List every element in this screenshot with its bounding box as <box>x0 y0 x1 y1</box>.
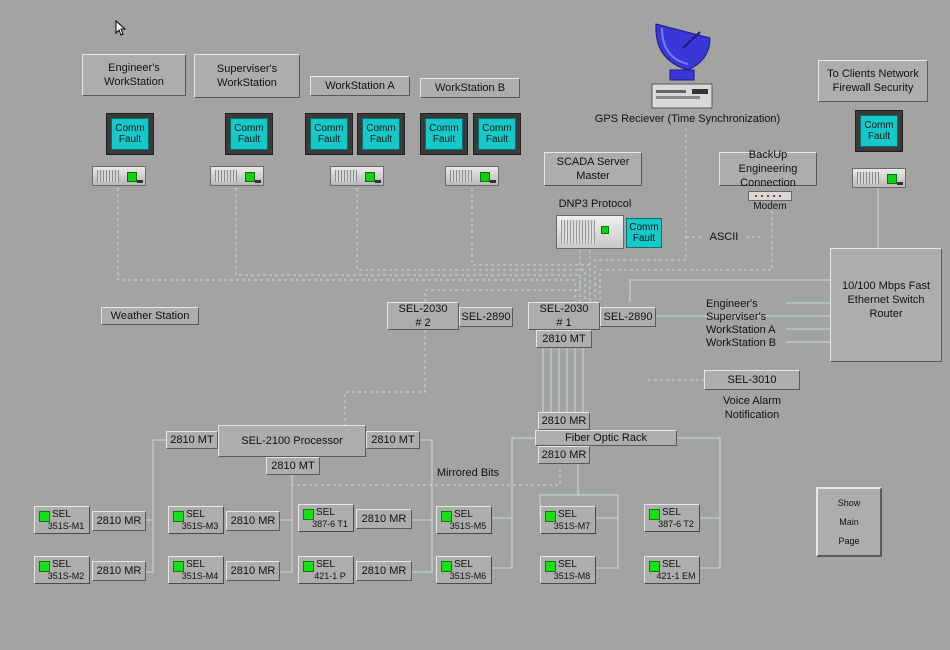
relay-status-led <box>649 509 660 520</box>
scada-comm-fault-indicator[interactable]: Comm Fault <box>626 218 662 248</box>
fiber-optic-rack[interactable]: Fiber Optic Rack <box>535 430 677 446</box>
fiber-rack-2810mr-bottom-label: 2810 MR <box>538 446 590 464</box>
clients-network-monitor[interactable]: Comm Fault <box>855 110 903 152</box>
workstation-a-cpu-icon <box>330 166 384 186</box>
show-main-page-button[interactable]: Show Main Page <box>816 487 882 557</box>
backup-engineering-label: BackUp Engineering Connection <box>719 149 817 189</box>
engineer-workstation-label: Engineer's WorkStation <box>82 54 186 96</box>
sel-2100-2810mt-bottom-label: 2810 MT <box>266 457 320 475</box>
workstation-b-monitor-2[interactable]: Comm Fault <box>473 113 521 155</box>
scada-server-master-label: SCADA Server Master <box>544 152 642 186</box>
switch-client-workstation-b: WorkStation B <box>706 337 777 349</box>
solid-links <box>145 188 879 573</box>
switch-client-engineer: Engineer's <box>706 298 758 310</box>
relay-status-led <box>545 561 556 572</box>
workstation-a-label: WorkStation A <box>310 76 410 96</box>
scada-server-icon <box>556 215 624 249</box>
dnp3-protocol-label: DNP3 Protocol <box>558 198 632 210</box>
switch-client-workstation-a: WorkStation A <box>706 324 776 336</box>
relay-status-led <box>649 561 660 572</box>
relay-m2-2810mr-label: 2810 MR <box>92 561 146 581</box>
sel-2100-2810mt-left-label: 2810 MT <box>166 431 218 449</box>
workstation-a-monitor-2[interactable]: Comm Fault <box>357 113 405 155</box>
sel-3010-unit[interactable]: SEL-3010 <box>704 370 800 390</box>
supervisor-workstation-label: Superviser's WorkStation <box>194 54 300 98</box>
relay-status-led <box>39 561 50 572</box>
ascii-label: ASCII <box>704 230 744 244</box>
mirrored-bits-label: Mirrored Bits <box>436 467 500 479</box>
workstation-a-monitor-1[interactable]: Comm Fault <box>305 113 353 155</box>
gps-satellite-dish-icon <box>651 23 713 109</box>
show-main-page-line-1: Show <box>837 497 861 508</box>
sel-2030-1-unit[interactable]: SEL-2030 # 1 <box>528 302 600 330</box>
sel-2030-1-2810mt-label: 2810 MT <box>536 330 592 348</box>
relay-status-led <box>173 561 184 572</box>
comm-fault-indicator: Comm Fault <box>111 118 149 150</box>
relay-status-led <box>173 511 184 522</box>
dashed-links <box>117 128 773 486</box>
relay-status-led <box>303 509 314 520</box>
mouse-cursor-icon <box>115 20 127 36</box>
workstation-b-cpu-icon <box>445 166 499 186</box>
supervisor-monitor[interactable]: Comm Fault <box>225 113 273 155</box>
relay-p-2810mr-label: 2810 MR <box>356 561 412 581</box>
voice-alarm-notification-label: Voice Alarm Notification <box>722 395 782 421</box>
relay-m1-2810mr-label: 2810 MR <box>92 511 146 531</box>
sel-2030-2-unit[interactable]: SEL-2030 # 2 <box>387 302 459 330</box>
relay-t1-2810mr-label: 2810 MR <box>356 509 412 529</box>
weather-station-label: Weather Station <box>101 307 199 325</box>
relay-status-led <box>441 511 452 522</box>
clients-network-label: To Clients Network Firewall Security <box>818 60 928 102</box>
relay-status-led <box>545 511 556 522</box>
modem-label: Modem <box>753 201 787 212</box>
ethernet-switch-router[interactable]: 10/100 Mbps Fast Ethernet Switch Router <box>830 248 942 362</box>
modem-icon <box>748 191 792 201</box>
relay-m4-2810mr-label: 2810 MR <box>226 561 280 581</box>
engineer-cpu-icon <box>92 166 146 186</box>
comm-fault-indicator: Comm Fault <box>860 115 898 147</box>
comm-fault-indicator: Comm Fault <box>310 118 348 150</box>
fiber-rack-2810mr-top-label: 2810 MR <box>538 412 590 430</box>
sel-2100-processor[interactable]: SEL-2100 Processor <box>218 425 366 457</box>
show-main-page-line-2: Main <box>839 516 859 527</box>
sel-2100-2810mt-right-label: 2810 MT <box>366 431 420 449</box>
sel-2890-1-label: SEL-2890 <box>600 307 656 327</box>
switch-client-supervisor: Superviser's <box>706 311 767 323</box>
comm-fault-indicator: Comm Fault <box>478 118 516 150</box>
show-main-page-line-3: Page <box>838 535 860 546</box>
workstation-b-label: WorkStation B <box>420 78 520 98</box>
relay-status-led <box>303 561 314 572</box>
comm-fault-indicator: Comm Fault <box>362 118 400 150</box>
workstation-b-monitor-1[interactable]: Comm Fault <box>420 113 468 155</box>
comm-fault-indicator: Comm Fault <box>425 118 463 150</box>
comm-fault-indicator: Comm Fault <box>230 118 268 150</box>
supervisor-cpu-icon <box>210 166 264 186</box>
gps-receiver-label: GPS Reciever (Time Synchronization) <box>594 113 781 125</box>
engineer-monitor[interactable]: Comm Fault <box>106 113 154 155</box>
relay-status-led <box>39 511 50 522</box>
relay-status-led <box>441 561 452 572</box>
clients-network-cpu-icon <box>852 168 906 188</box>
relay-m3-2810mr-label: 2810 MR <box>226 511 280 531</box>
sel-2890-2-label: SEL-2890 <box>459 307 513 327</box>
